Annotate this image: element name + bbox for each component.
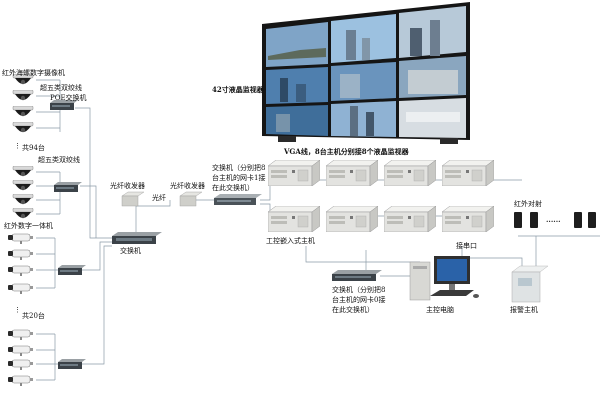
- alarm-host: [511, 265, 549, 303]
- ipc-host-label: 工控嵌入式主机: [266, 236, 315, 245]
- dome-camera-icon: [12, 122, 34, 133]
- bullet-camera-icon: [8, 375, 34, 386]
- dome-camera-icon: [12, 90, 34, 101]
- cat5e-label-top: 超五类双绞线: [40, 83, 82, 92]
- ellipsis-dots: ⋮: [14, 142, 21, 150]
- ellipsis-label: ......: [546, 215, 561, 224]
- switch-main-label: 交换机: [120, 246, 141, 255]
- ir-beam-sensors: [514, 212, 596, 228]
- switch-top-note-line-2: 台主机的网卡1接: [212, 173, 265, 182]
- bullet-camera-icon: [8, 359, 34, 370]
- switch-top-note: 交换机（分别把8 台主机的网卡1接 在此交换机）: [212, 163, 265, 192]
- total-20-label: 共20台: [22, 311, 45, 320]
- dome-camera-icon: [12, 180, 34, 191]
- switch-bottom-note: 交换机（分别把8 台主机的网卡0接 在此交换机）: [332, 285, 385, 314]
- fiber-transceiver-right-label: 光纤收发器: [170, 181, 205, 190]
- core-switch: [214, 194, 262, 205]
- bullet-camera-icon: [8, 249, 34, 260]
- bullet-camera-icon: [8, 329, 34, 340]
- dome-camera-icon: [12, 166, 34, 177]
- industrial-host-icon: [384, 160, 436, 186]
- video-wall: [262, 2, 470, 144]
- ellipsis-dots: ⋮: [14, 306, 21, 314]
- switch-top-note-line-3: 在此交换机）: [212, 183, 254, 192]
- ir-beam-icon: [574, 212, 582, 228]
- serial-port-label: 接串口: [456, 241, 477, 250]
- poe-switch-icon: [58, 265, 86, 275]
- switch-bottom-note-line-2: 台主机的网卡0接: [332, 295, 385, 304]
- bullet-camera-icon: [8, 283, 34, 294]
- industrial-host-icon: [442, 160, 494, 186]
- fiber-transceiver-left: [121, 191, 145, 207]
- industrial-host-icon: [326, 206, 378, 232]
- poe-switch-icon: [54, 182, 82, 192]
- poe-switch-icon: [58, 359, 86, 369]
- bullet-camera-icon: [8, 233, 34, 244]
- switch-top-note-line-1: 交换机（分别把8: [212, 163, 265, 172]
- switch-bottom-note-line-3: 在此交换机）: [332, 305, 374, 314]
- fiber-transceiver-right: [179, 191, 203, 207]
- cat5e-label-mid: 超五类双绞线: [38, 155, 80, 164]
- fiber-label: 光纤: [152, 193, 166, 202]
- dome-camera-group-1: ⋮: [12, 74, 82, 219]
- bottom-switch: [332, 270, 382, 281]
- industrial-host-icon: [384, 206, 436, 232]
- alarm-host-label: 报警主机: [510, 305, 538, 314]
- lcd-monitor-label: 42寸液晶监视器: [212, 85, 265, 94]
- fiber-transceiver-left-label: 光纤收发器: [110, 181, 145, 190]
- dome-camera-icon: [12, 106, 34, 117]
- dome-camera-icon: [12, 208, 34, 219]
- bullet-camera-icon: [8, 265, 34, 276]
- industrial-host-icon: [326, 160, 378, 186]
- bullet-camera-icon: [8, 345, 34, 356]
- ir-beam-label: 红外对射: [514, 199, 542, 208]
- ir-bullet-camera-label: 红外数字一体机: [4, 221, 53, 230]
- industrial-host-icon: [268, 206, 320, 232]
- ir-beam-icon: [530, 212, 538, 228]
- bullet-camera-group: ⋮: [8, 233, 86, 386]
- main-switch: [112, 232, 162, 244]
- total-94-label: 共94台: [22, 143, 45, 152]
- poe-switch-label: POE交换机: [50, 93, 87, 102]
- ir-dome-camera-label: 红外海螺数字摄像机: [2, 68, 65, 77]
- switch-bottom-note-line-1: 交换机（分别把8: [332, 285, 385, 294]
- embedded-hosts: [268, 160, 494, 232]
- fiber-transceiver-icon: [121, 195, 139, 207]
- industrial-host-icon: [268, 160, 320, 186]
- dome-camera-icon: [12, 194, 34, 205]
- fiber-transceiver-icon: [179, 195, 197, 207]
- main-pc: [409, 256, 479, 301]
- main-pc-label: 主控电脑: [426, 305, 454, 314]
- ir-beam-icon: [514, 212, 522, 228]
- industrial-host-icon: [442, 206, 494, 232]
- vga-note: VGA线，8台主机分别接8个液晶监视器: [283, 147, 410, 156]
- ir-beam-icon: [588, 212, 596, 228]
- alarm-panel-icon: [511, 271, 541, 303]
